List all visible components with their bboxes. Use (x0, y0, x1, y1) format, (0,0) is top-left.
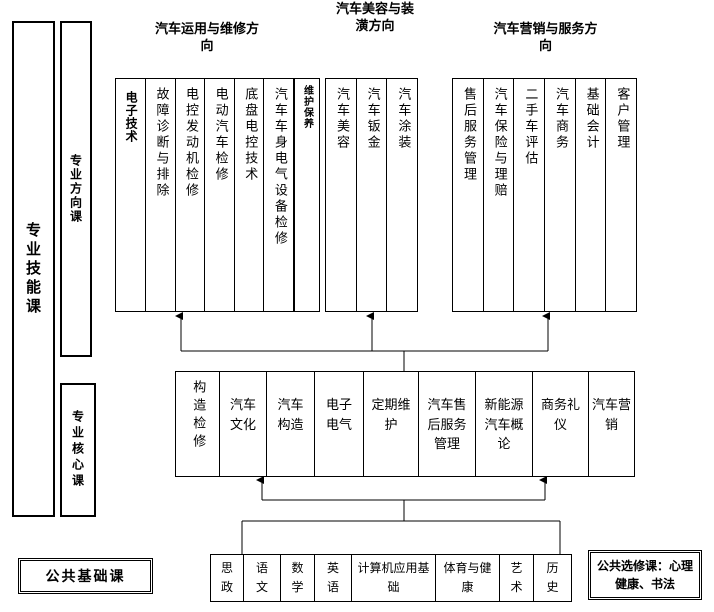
base-course-label: 体育与健康 (443, 560, 492, 594)
core-course-cell: 电子电气 (314, 372, 363, 476)
core-course-cell: 新能源汽车概论 (475, 372, 532, 476)
core-course-label: 商务礼仪 (540, 398, 580, 433)
public-base-frame: 公共基础课 (18, 558, 153, 594)
course-label: 二手车评估 (522, 87, 538, 167)
course-cell: 电子技术 (116, 79, 145, 311)
core-course-label: 汽车文化 (229, 398, 256, 433)
base-course-cell: 历史 (533, 555, 571, 601)
course-label: 汽车涂装 (395, 87, 411, 151)
core-course-cell: 汽车营销 (588, 372, 634, 476)
course-cell: 售后服务管理 (453, 79, 483, 311)
core-course-cell: 汽车文化 (219, 372, 266, 476)
course-cell: 汽车车身电气设备检修 (263, 79, 293, 311)
course-cell: 汽车钣金 (355, 79, 387, 311)
skill-course-frame: 专业技能课 (12, 21, 55, 517)
core-course-frame: 专业核心课 (60, 383, 96, 517)
course-cell: 汽车保险与理赔 (482, 79, 514, 311)
course-label: 售后服务管理 (460, 87, 476, 183)
direction-course-label: 专业方向课 (68, 154, 83, 224)
course-label: 电控发动机检修 (183, 87, 199, 199)
course-cell: 汽车涂装 (386, 79, 417, 311)
base-course-cell: 语文 (243, 555, 280, 601)
group-title-maintenance: 汽车运用与维修方向 (154, 22, 259, 54)
course-cell: 二手车评估 (513, 79, 544, 311)
course-label: 汽车商务 (553, 87, 568, 151)
base-course-cell: 计算机应用基础 (351, 555, 435, 601)
core-course-cell: 构造检修 (176, 372, 219, 476)
core-course-label: 构造检修 (190, 380, 206, 452)
base-course-cell: 艺术 (499, 555, 533, 601)
base-course-label: 思政 (220, 560, 233, 594)
base-course-label: 计算机应用基础 (357, 560, 430, 594)
core-course-label: 电子电气 (325, 398, 352, 433)
core-course-label: 新能源汽车概论 (484, 398, 524, 452)
core-course-cell: 汽车售后服务管理 (418, 372, 475, 476)
core-course-cell: 商务礼仪 (532, 372, 588, 476)
core-course-label: 专业核心课 (70, 410, 85, 490)
base-course-label: 历史 (546, 560, 559, 594)
core-course-label: 汽车售后服务管理 (427, 398, 467, 452)
elective-frame: 公共选修课：心理健康、书法 (588, 550, 702, 600)
core-course-cell: 定期维护 (363, 372, 418, 476)
group-title-beauty: 汽车美容与装潢方向 (335, 2, 414, 34)
public-base-label: 公共基础课 (45, 569, 126, 585)
group-title-marketing: 汽车营销与服务方向 (493, 22, 598, 54)
course-label: 汽车钣金 (364, 87, 380, 151)
course-cell: 基础会计 (574, 79, 606, 311)
base-course-cell: 思政 (211, 555, 243, 601)
direction-course-frame: 专业方向课 (60, 21, 92, 357)
base-course-label: 艺术 (510, 560, 523, 594)
core-course-label: 汽车构造 (277, 398, 304, 433)
group-beauty-box: 汽车美容 汽车钣金 汽车涂装 (325, 78, 418, 312)
course-label: 电动汽车检修 (212, 87, 228, 183)
base-course-label: 语文 (255, 560, 268, 594)
group-maintenance-box: 电子技术 故障诊断与排除 电控发动机检修 电动汽车检修 底盘电控技术 汽车车身电… (115, 78, 320, 312)
base-course-cell: 英语 (314, 555, 351, 601)
elective-label: 公共选修课：心理健康、书法 (596, 559, 693, 591)
course-cell: 电控发动机检修 (174, 79, 205, 311)
group-marketing-box: 售后服务管理 汽车保险与理赔 二手车评估 汽车商务 基础会计 客户管理 (452, 78, 637, 312)
base-courses-box: 思政 语文 数学 英语 计算机应用基础 体育与健康 艺术 历史 (210, 554, 572, 602)
skill-course-label: 专业技能课 (24, 221, 42, 317)
course-label: 汽车保险与理赔 (491, 87, 507, 199)
core-courses-box: 构造检修 汽车文化 汽车构造 电子电气 定期维护 汽车售后服务管理 新能源汽车概… (175, 371, 635, 477)
course-cell: 客户管理 (605, 79, 636, 311)
course-cell: 电动汽车检修 (204, 79, 234, 311)
course-label: 电子技术 (124, 91, 139, 143)
base-course-cell: 数学 (280, 555, 314, 601)
course-label: 维护保养 (301, 85, 313, 129)
base-course-cell: 体育与健康 (435, 555, 499, 601)
course-cell: 底盘电控技术 (233, 79, 264, 311)
course-label: 基础会计 (583, 87, 599, 151)
core-course-label: 定期维护 (371, 398, 411, 433)
course-cell: 故障诊断与排除 (145, 79, 175, 311)
core-course-cell: 汽车构造 (266, 372, 314, 476)
course-cell: 汽车商务 (544, 79, 575, 311)
course-label: 客户管理 (614, 87, 630, 151)
course-cell: 汽车美容 (326, 79, 356, 311)
base-course-label: 数学 (291, 560, 304, 594)
course-label: 底盘电控技术 (242, 87, 258, 183)
course-label: 故障诊断与排除 (153, 87, 169, 199)
course-label: 汽车车身电气设备检修 (271, 87, 287, 247)
base-course-label: 英语 (326, 560, 339, 594)
course-cell: 维护保养 (292, 79, 319, 311)
course-label: 汽车美容 (333, 87, 349, 151)
core-course-label: 汽车营销 (591, 398, 631, 433)
